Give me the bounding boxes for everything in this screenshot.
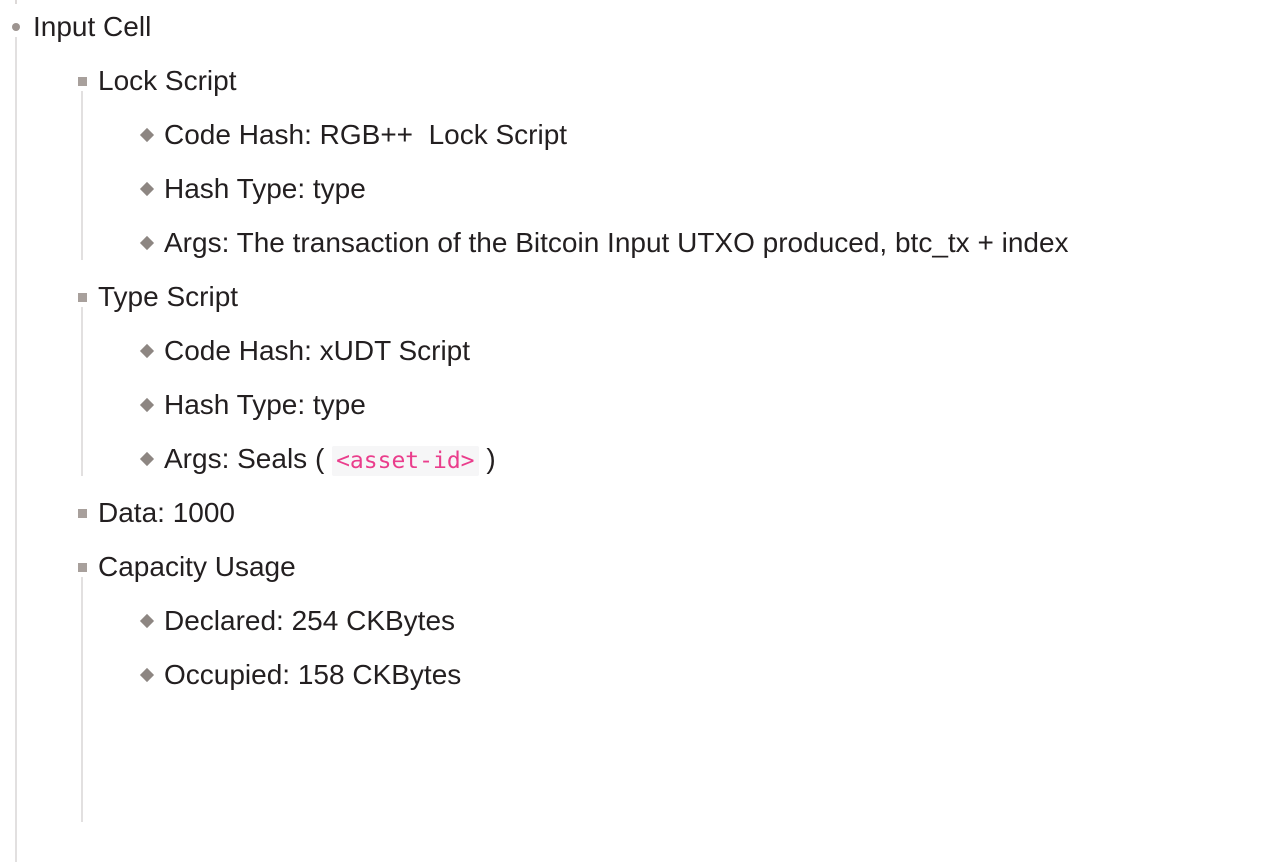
node-row-occupied[interactable]: Occupied: 158 CKBytes <box>0 648 1274 702</box>
diamond-bullet-icon <box>139 235 155 251</box>
outline-node-declared[interactable]: Declared: 254 CKBytes <box>0 594 1274 648</box>
node-label-capacity-usage: Capacity Usage <box>98 551 296 582</box>
diamond-bullet-icon <box>139 667 155 683</box>
node-row-type-code-hash[interactable]: Code Hash: xUDT Script <box>0 324 1274 378</box>
diamond-bullet-icon <box>139 451 155 467</box>
node-row-type-args[interactable]: Args: Seals ( <asset-id> ) <box>0 432 1274 486</box>
node-label-occupied: Occupied: 158 CKBytes <box>164 659 462 690</box>
node-row-capacity-usage[interactable]: Capacity Usage <box>0 540 1274 594</box>
outline-node-type-script[interactable]: Type Script Code Hash: xUDT Script <box>0 270 1274 486</box>
node-row-lock-args[interactable]: Args: The transaction of the Bitcoin Inp… <box>0 216 1274 270</box>
node-row-type-script[interactable]: Type Script <box>0 270 1274 324</box>
children-of-capacity-usage: Declared: 254 CKBytes Occupied: 158 CKBy… <box>0 577 1274 822</box>
diamond-bullet-icon <box>139 343 155 359</box>
node-row-lock-script[interactable]: Lock Script <box>0 54 1274 108</box>
node-row-input-cell[interactable]: Input Cell <box>0 0 1274 54</box>
children-of-type-script: Code Hash: xUDT Script Hash Type: type <box>0 307 1274 486</box>
diamond-bullet-icon <box>139 613 155 629</box>
children-of-input-cell: Lock Script Code Hash: RGB++ Lock Script <box>0 37 1274 862</box>
outline-node-type-code-hash[interactable]: Code Hash: xUDT Script <box>0 324 1274 378</box>
outline-node-type-args[interactable]: Args: Seals ( <asset-id> ) <box>0 432 1274 486</box>
outline-node-occupied[interactable]: Occupied: 158 CKBytes <box>0 648 1274 702</box>
square-bullet-icon <box>78 77 87 86</box>
outline-node-capacity-usage[interactable]: Capacity Usage Declared: 254 CKBytes <box>0 540 1274 822</box>
dot-bullet-icon <box>12 23 20 31</box>
node-label-data: Data: 1000 <box>98 497 235 528</box>
outline-node-lock-script[interactable]: Lock Script Code Hash: RGB++ Lock Script <box>0 54 1274 270</box>
node-label-lock-args: Args: The transaction of the Bitcoin Inp… <box>164 227 1069 258</box>
node-label-type-script: Type Script <box>98 281 239 312</box>
square-bullet-icon <box>78 293 87 302</box>
node-label-type-code-hash: Code Hash: xUDT Script <box>164 335 471 366</box>
children-of-lock-script: Code Hash: RGB++ Lock Script Hash Type: … <box>0 91 1274 270</box>
node-label-input-cell: Input Cell <box>33 11 152 42</box>
node-row-declared[interactable]: Declared: 254 CKBytes <box>0 594 1274 648</box>
outline-node-lock-args[interactable]: Args: The transaction of the Bitcoin Inp… <box>0 216 1274 270</box>
node-row-lock-code-hash[interactable]: Code Hash: RGB++ Lock Script <box>0 108 1274 162</box>
node-row-data[interactable]: Data: 1000 <box>0 486 1274 540</box>
outline-node-lock-hash-type[interactable]: Hash Type: type <box>0 162 1274 216</box>
node-label-type-hash-type: Hash Type: type <box>164 389 366 420</box>
diamond-bullet-icon <box>139 181 155 197</box>
outline-node-type-hash-type[interactable]: Hash Type: type <box>0 378 1274 432</box>
node-label-lock-code-hash: Code Hash: RGB++ Lock Script <box>164 119 568 150</box>
node-label-lock-script: Lock Script <box>98 65 237 96</box>
node-label-type-args-suffix: ) <box>478 443 496 474</box>
node-label-lock-hash-type: Hash Type: type <box>164 173 366 204</box>
node-label-declared: Declared: 254 CKBytes <box>164 605 456 636</box>
outline-node-lock-code-hash[interactable]: Code Hash: RGB++ Lock Script <box>0 108 1274 162</box>
diamond-bullet-icon <box>139 397 155 413</box>
outline-node-data[interactable]: Data: 1000 <box>0 486 1274 540</box>
node-row-lock-hash-type[interactable]: Hash Type: type <box>0 162 1274 216</box>
square-bullet-icon <box>78 509 87 518</box>
square-bullet-icon <box>78 563 87 572</box>
code-token-asset-id: <asset-id> <box>332 446 479 476</box>
parent-guide-line-stub <box>15 0 17 4</box>
diamond-bullet-icon <box>139 127 155 143</box>
node-label-type-args-prefix: Args: Seals ( <box>164 443 333 474</box>
node-row-type-hash-type[interactable]: Hash Type: type <box>0 378 1274 432</box>
